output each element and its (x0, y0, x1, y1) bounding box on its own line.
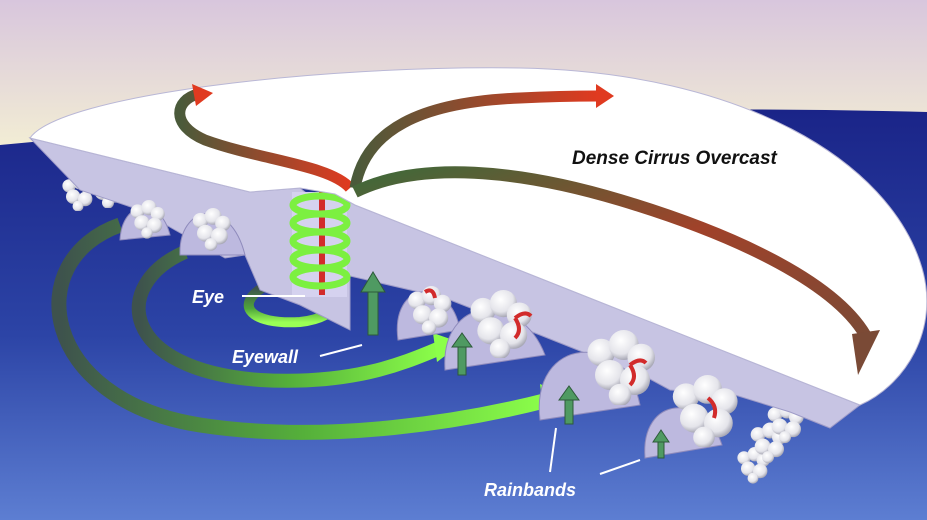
eyewall-leader (319, 344, 363, 357)
eyewall-spiral (289, 180, 351, 295)
subsidence-arrows (423, 288, 718, 419)
rainbands-label: Rainbands (484, 480, 576, 500)
rainband-arch-5 (538, 330, 655, 421)
outflow-arrow-back (174, 84, 355, 192)
rainband-arch-1 (179, 208, 246, 256)
eye-label: Eye (192, 287, 224, 307)
rainbands-leader-1 (549, 427, 557, 473)
updraft-arrows (360, 271, 670, 459)
rainband-arch-2 (119, 200, 171, 241)
rainbands-leader-2 (599, 459, 641, 475)
outflow-arrow-up (349, 84, 614, 190)
outflow-arrow-right (352, 166, 880, 375)
eyewall-label: Eyewall (232, 347, 299, 367)
overcast-label: Dense Cirrus Overcast (572, 148, 778, 169)
